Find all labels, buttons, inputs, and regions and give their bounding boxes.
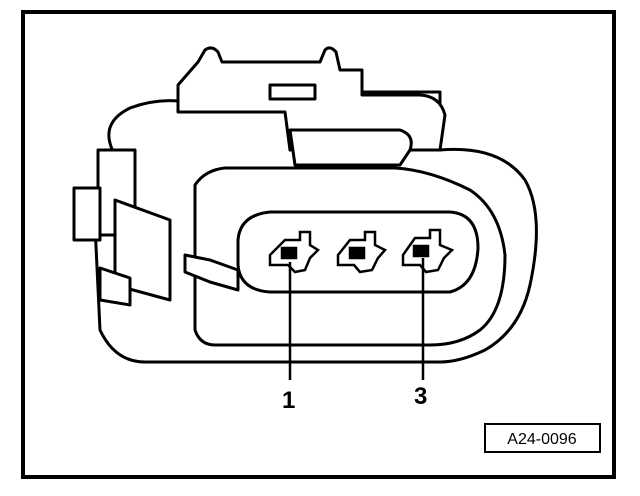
guide-rail: [183, 253, 240, 292]
terminal-cavity-2: [336, 230, 388, 274]
left-clip: [113, 198, 172, 302]
callout-label-3: 3: [414, 383, 427, 410]
left-clip-lower: [98, 266, 132, 307]
callout-label-1: 1: [282, 387, 295, 414]
left-side-tab-upper: [72, 186, 102, 242]
latch-tongue: [288, 128, 413, 167]
figure-id-box: [484, 423, 601, 453]
terminal-cavity-3: [401, 228, 455, 274]
figure-id-label: A24-0096: [507, 431, 576, 448]
terminal-cavity-1: [268, 230, 320, 274]
connector-housing: [72, 46, 538, 364]
terminal-cavities: [268, 228, 455, 274]
latch-slot: [268, 83, 317, 101]
